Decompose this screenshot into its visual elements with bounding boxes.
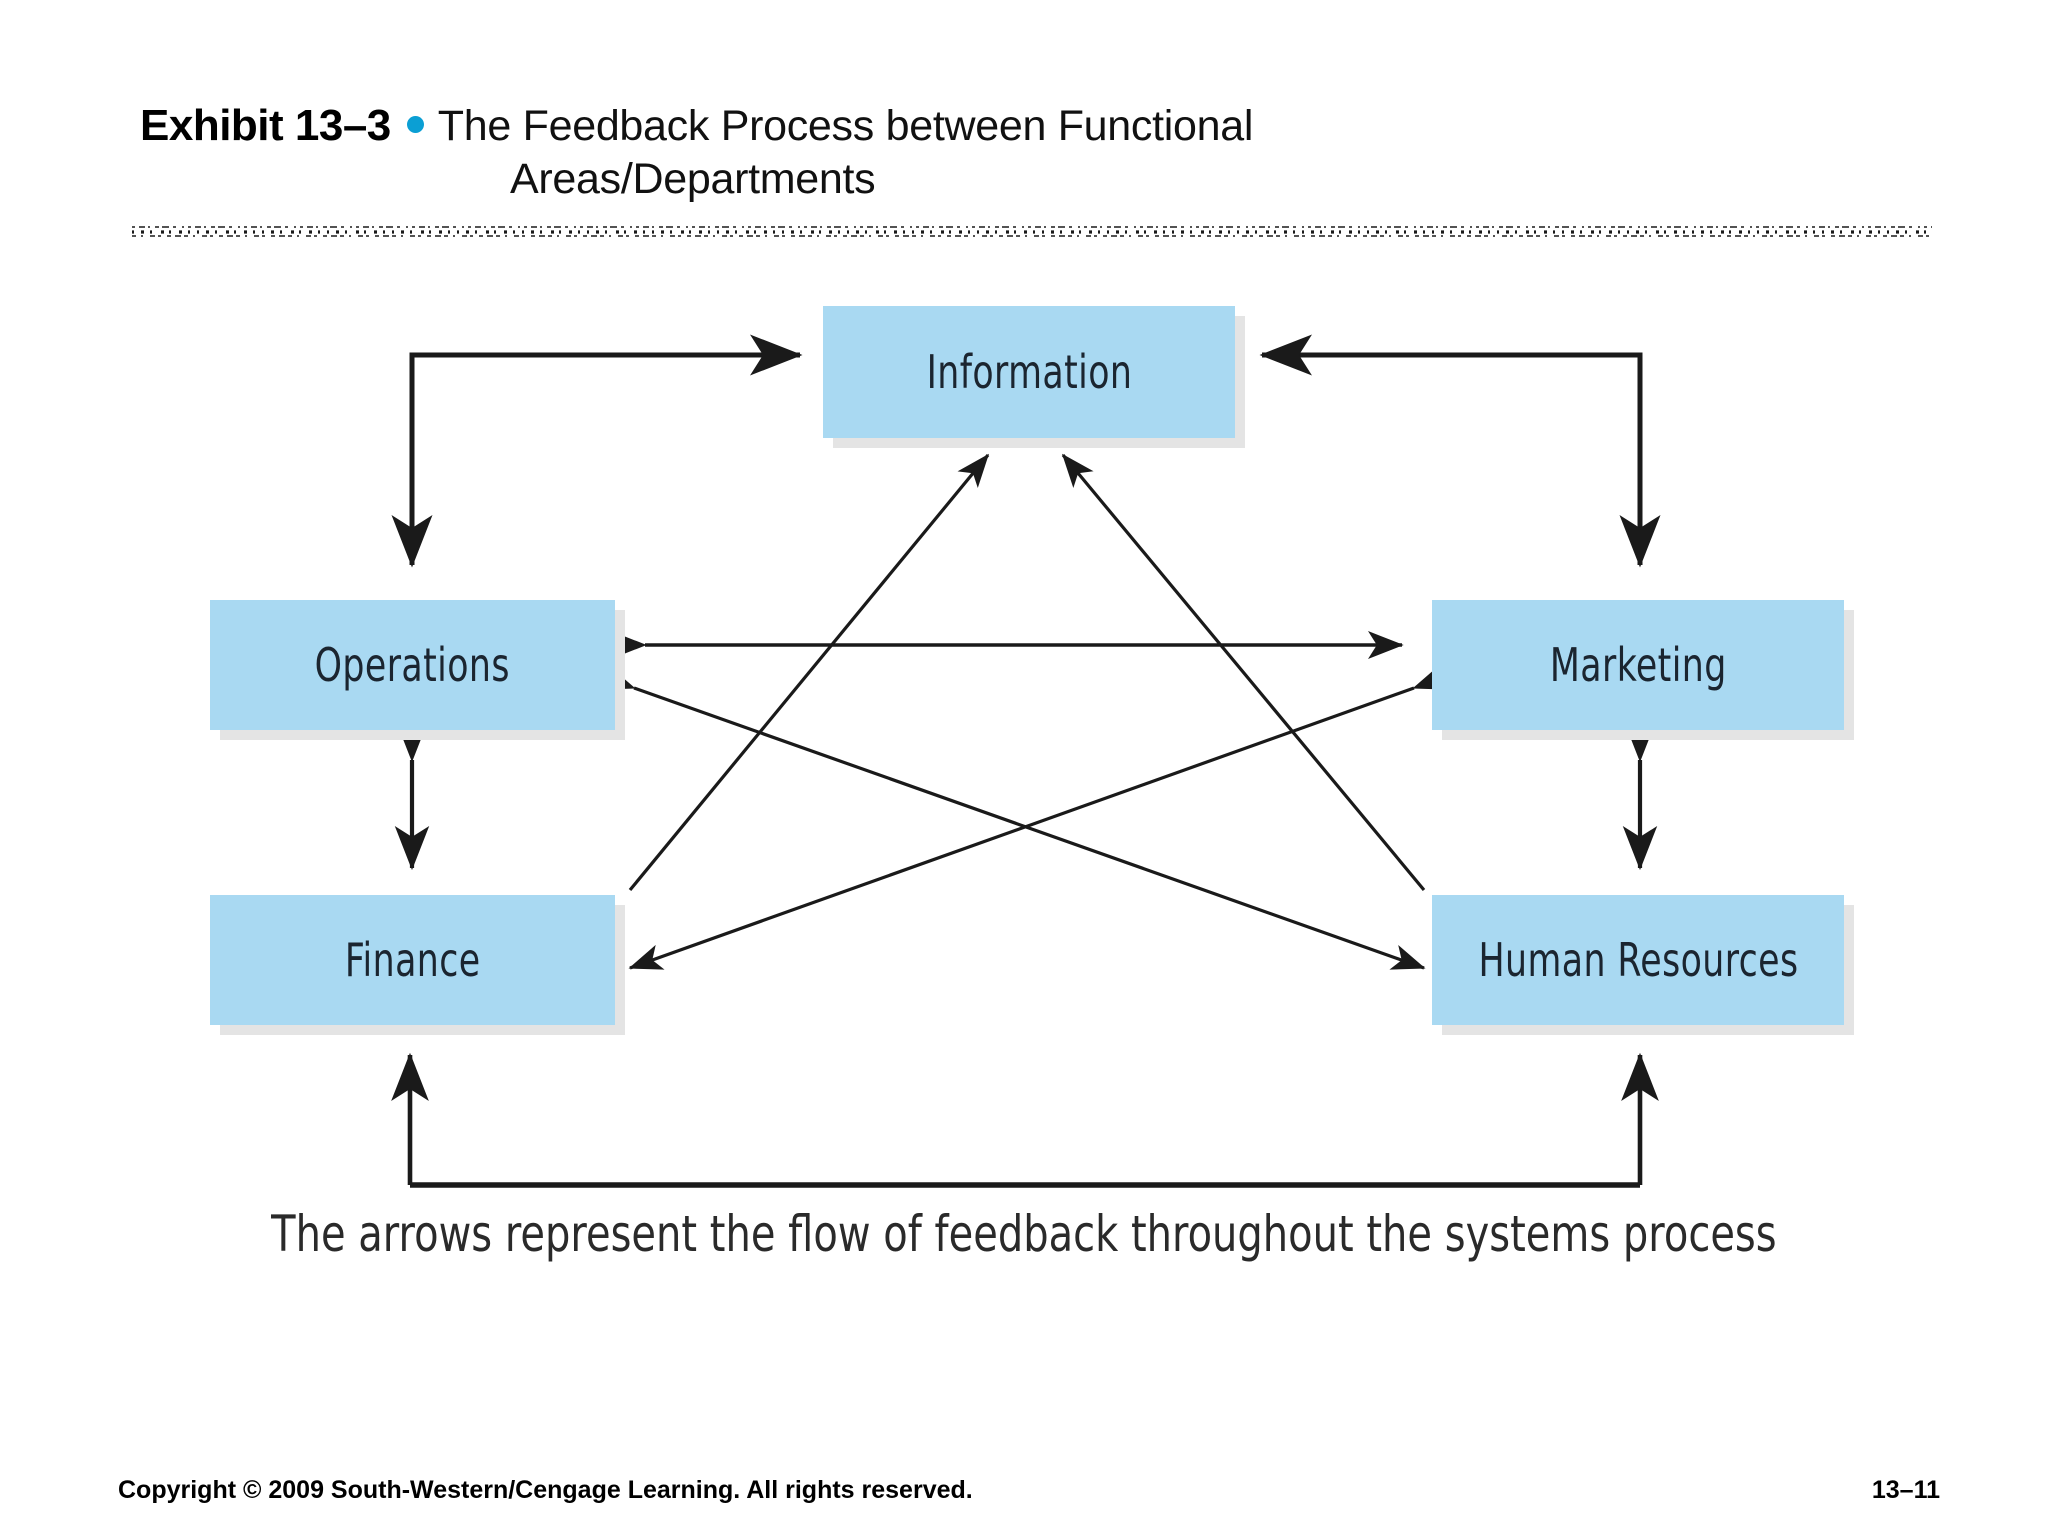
- arrow-marketing-finance: [628, 664, 1449, 970]
- node-box-human-resources[interactable]: Human Resources: [1432, 895, 1844, 1025]
- title-text-line-1: The Feedback Process between Functional: [437, 102, 1254, 150]
- divider-rule: [132, 226, 1932, 237]
- exhibit-label: Exhibit 13–3: [140, 101, 391, 150]
- arrow-operations-to-information: [409, 334, 803, 565]
- node-box-information[interactable]: Information: [823, 306, 1235, 438]
- slide-title-block: Exhibit 13–3 The Feedback Process between…: [140, 104, 1540, 201]
- node-label-marketing: Marketing: [1549, 638, 1727, 692]
- node-box-finance[interactable]: Finance: [210, 895, 615, 1025]
- footer-copyright: Copyright © 2009 South-Western/Cengage L…: [118, 1476, 973, 1504]
- arrow-marketing-to-information: [1259, 334, 1643, 565]
- node-label-information: Information: [926, 345, 1132, 399]
- node-box-operations[interactable]: Operations: [210, 600, 615, 730]
- arrow-operations-human-resources: [599, 664, 1426, 970]
- diagram-caption: The arrows represent the flow of feedbac…: [0, 1205, 2048, 1263]
- diagram-caption-text: The arrows represent the flow of feedbac…: [271, 1205, 1777, 1263]
- arrow-finance-to-information: [628, 453, 990, 892]
- arrow-human-resources-to-information: [1061, 453, 1426, 892]
- node-label-finance: Finance: [344, 933, 481, 987]
- node-label-operations: Operations: [314, 638, 511, 692]
- title-line-1: Exhibit 13–3 The Feedback Process between…: [140, 104, 1540, 148]
- footer-page-number: 13–11: [1871, 1476, 1940, 1504]
- bullet-dot-icon: [406, 116, 424, 133]
- diagram-arrows: [391, 334, 1661, 1188]
- title-text-line-2: Areas/Departments: [510, 155, 876, 203]
- node-box-marketing[interactable]: Marketing: [1432, 600, 1844, 730]
- feedback-process-diagram: Information Operations Marketing Finance…: [210, 306, 1844, 1188]
- node-label-human-resources: Human Resources: [1477, 933, 1799, 987]
- slide-footer: Copyright © 2009 South-Western/Cengage L…: [0, 1466, 2048, 1536]
